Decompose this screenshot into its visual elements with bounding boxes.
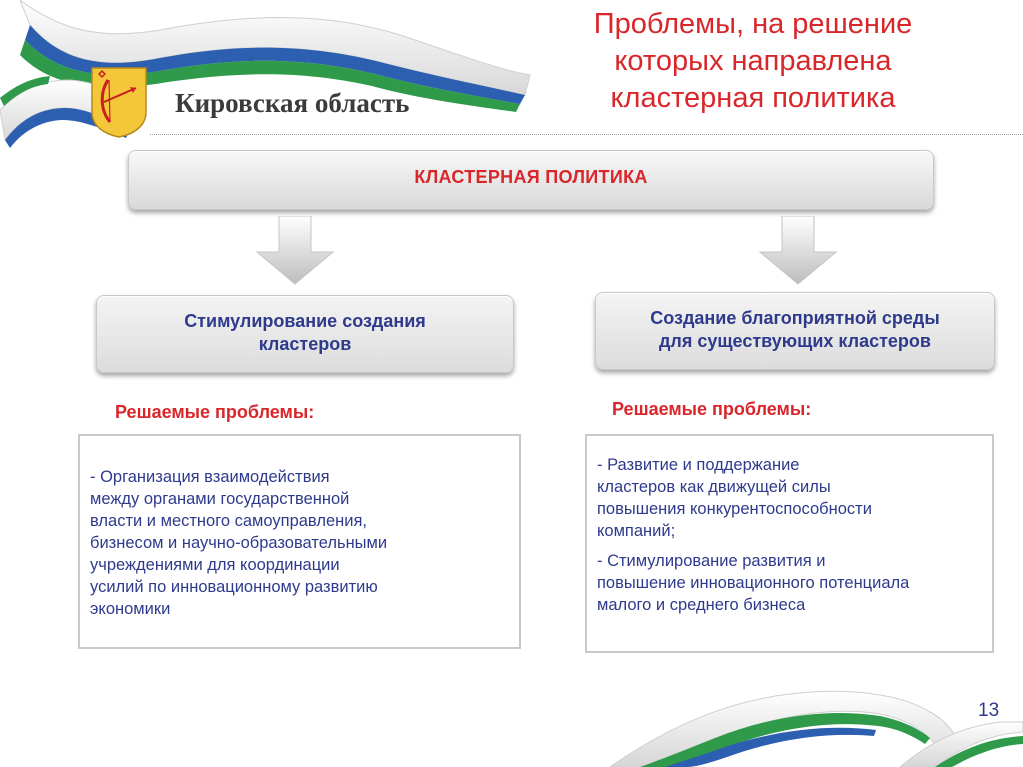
slide-title: Проблемы, на решение которых направлена … (548, 6, 958, 117)
branch-title-line: Создание благоприятной среды (650, 308, 940, 328)
title-divider (150, 134, 1023, 135)
problem-line: кластеров как движущей силы (597, 478, 831, 496)
flag-ribbon-bottom (609, 690, 1023, 767)
problem-line: бизнесом и научно-образовательными (90, 534, 388, 552)
branch-title-line: кластеров (258, 334, 352, 354)
problem-item: - Стимулирование развития и повышение ин… (597, 550, 982, 616)
problem-line: власти и местного самоуправления, (90, 512, 367, 530)
problems-label-right: Решаемые проблемы: (612, 399, 812, 419)
coat-of-arms-icon (91, 67, 147, 138)
problem-line: учреждениями для координации (90, 556, 340, 574)
problems-panel-left: - Организация взаимодействия между орган… (78, 434, 521, 649)
problem-line: - Организация взаимодействия (90, 468, 330, 486)
page-number: 13 (978, 700, 1000, 721)
problem-line: малого и среднего бизнеса (597, 596, 806, 614)
problem-line: между органами государственной (90, 490, 350, 508)
problem-line: компаний; (597, 522, 676, 540)
problem-line: повышение инновационного потенциала (597, 574, 910, 592)
region-name: Кировская область (175, 88, 410, 118)
problem-line: - Стимулирование развития и (597, 552, 826, 570)
slide-title-line: Проблемы, на решение (593, 8, 913, 40)
flag-ribbon-top (0, 0, 531, 148)
down-arrow-icon (255, 216, 335, 285)
slide-title-line: кластерная политика (610, 82, 896, 114)
branch-title-line: для существующих кластеров (658, 331, 931, 351)
problem-line: усилий по инновационному развитию (90, 578, 378, 596)
branch-stimulate-clusters: Стимулирование создания кластеров (96, 295, 514, 373)
down-arrow-icon (758, 216, 838, 285)
slide-title-line: которых направлена (614, 45, 892, 77)
problem-line: экономики (90, 600, 171, 618)
problem-line: повышения конкурентоспособности (597, 500, 872, 518)
cluster-policy-bar: КЛАСТЕРНАЯ ПОЛИТИКА (128, 150, 934, 210)
branch-favorable-environment: Создание благоприятной среды для существ… (595, 292, 995, 370)
branch-title-line: Стимулирование создания (184, 311, 426, 331)
problem-item: - Развитие и поддержание кластеров как д… (597, 454, 982, 542)
problems-panel-right: - Развитие и поддержание кластеров как д… (585, 434, 994, 653)
problems-label-left: Решаемые проблемы: (115, 402, 315, 422)
problem-item: - Организация взаимодействия между орган… (90, 466, 507, 620)
problem-line: - Развитие и поддержание (597, 456, 800, 474)
cluster-policy-label: КЛАСТЕРНАЯ ПОЛИТИКА (414, 166, 648, 187)
